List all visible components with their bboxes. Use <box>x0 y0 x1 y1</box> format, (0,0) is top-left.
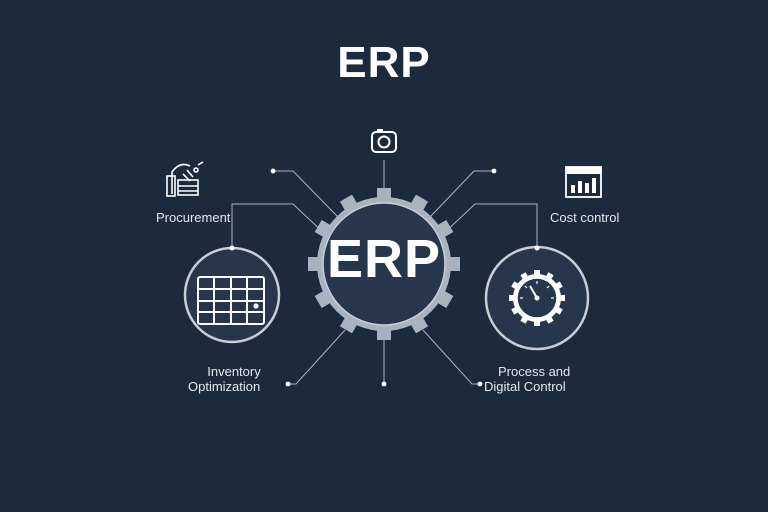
connector-dot <box>491 168 497 174</box>
connector-dot <box>477 381 483 387</box>
hub-label: ERP <box>326 229 442 289</box>
connector-bottom-left <box>288 329 346 385</box>
connector-dot <box>270 168 276 174</box>
inventory-label-line1: Inventory <box>207 364 261 379</box>
procurement-label: Procurement <box>156 210 231 225</box>
hub-circle <box>322 202 446 326</box>
inventory-grid-icon <box>197 276 265 325</box>
connector-top-right <box>429 170 494 218</box>
connector-dot <box>285 381 291 387</box>
procurement-icon <box>166 161 204 197</box>
connector-top-left <box>273 170 339 218</box>
inventory-label-line2: Optimization <box>188 379 261 394</box>
process-label-line2: Digital Control <box>484 379 566 394</box>
process-label-line1: Process and <box>498 364 571 379</box>
connector-left <box>231 203 327 248</box>
page-title: ERP <box>337 38 431 87</box>
camera-icon <box>371 129 397 153</box>
connector-right <box>441 203 538 248</box>
connector-dot <box>381 381 387 387</box>
cost-control-label: Cost control <box>550 210 620 225</box>
connector-bottom-right <box>422 329 480 385</box>
inventory-node <box>183 245 281 344</box>
process-node <box>484 245 590 351</box>
bar-chart-icon <box>565 166 602 198</box>
